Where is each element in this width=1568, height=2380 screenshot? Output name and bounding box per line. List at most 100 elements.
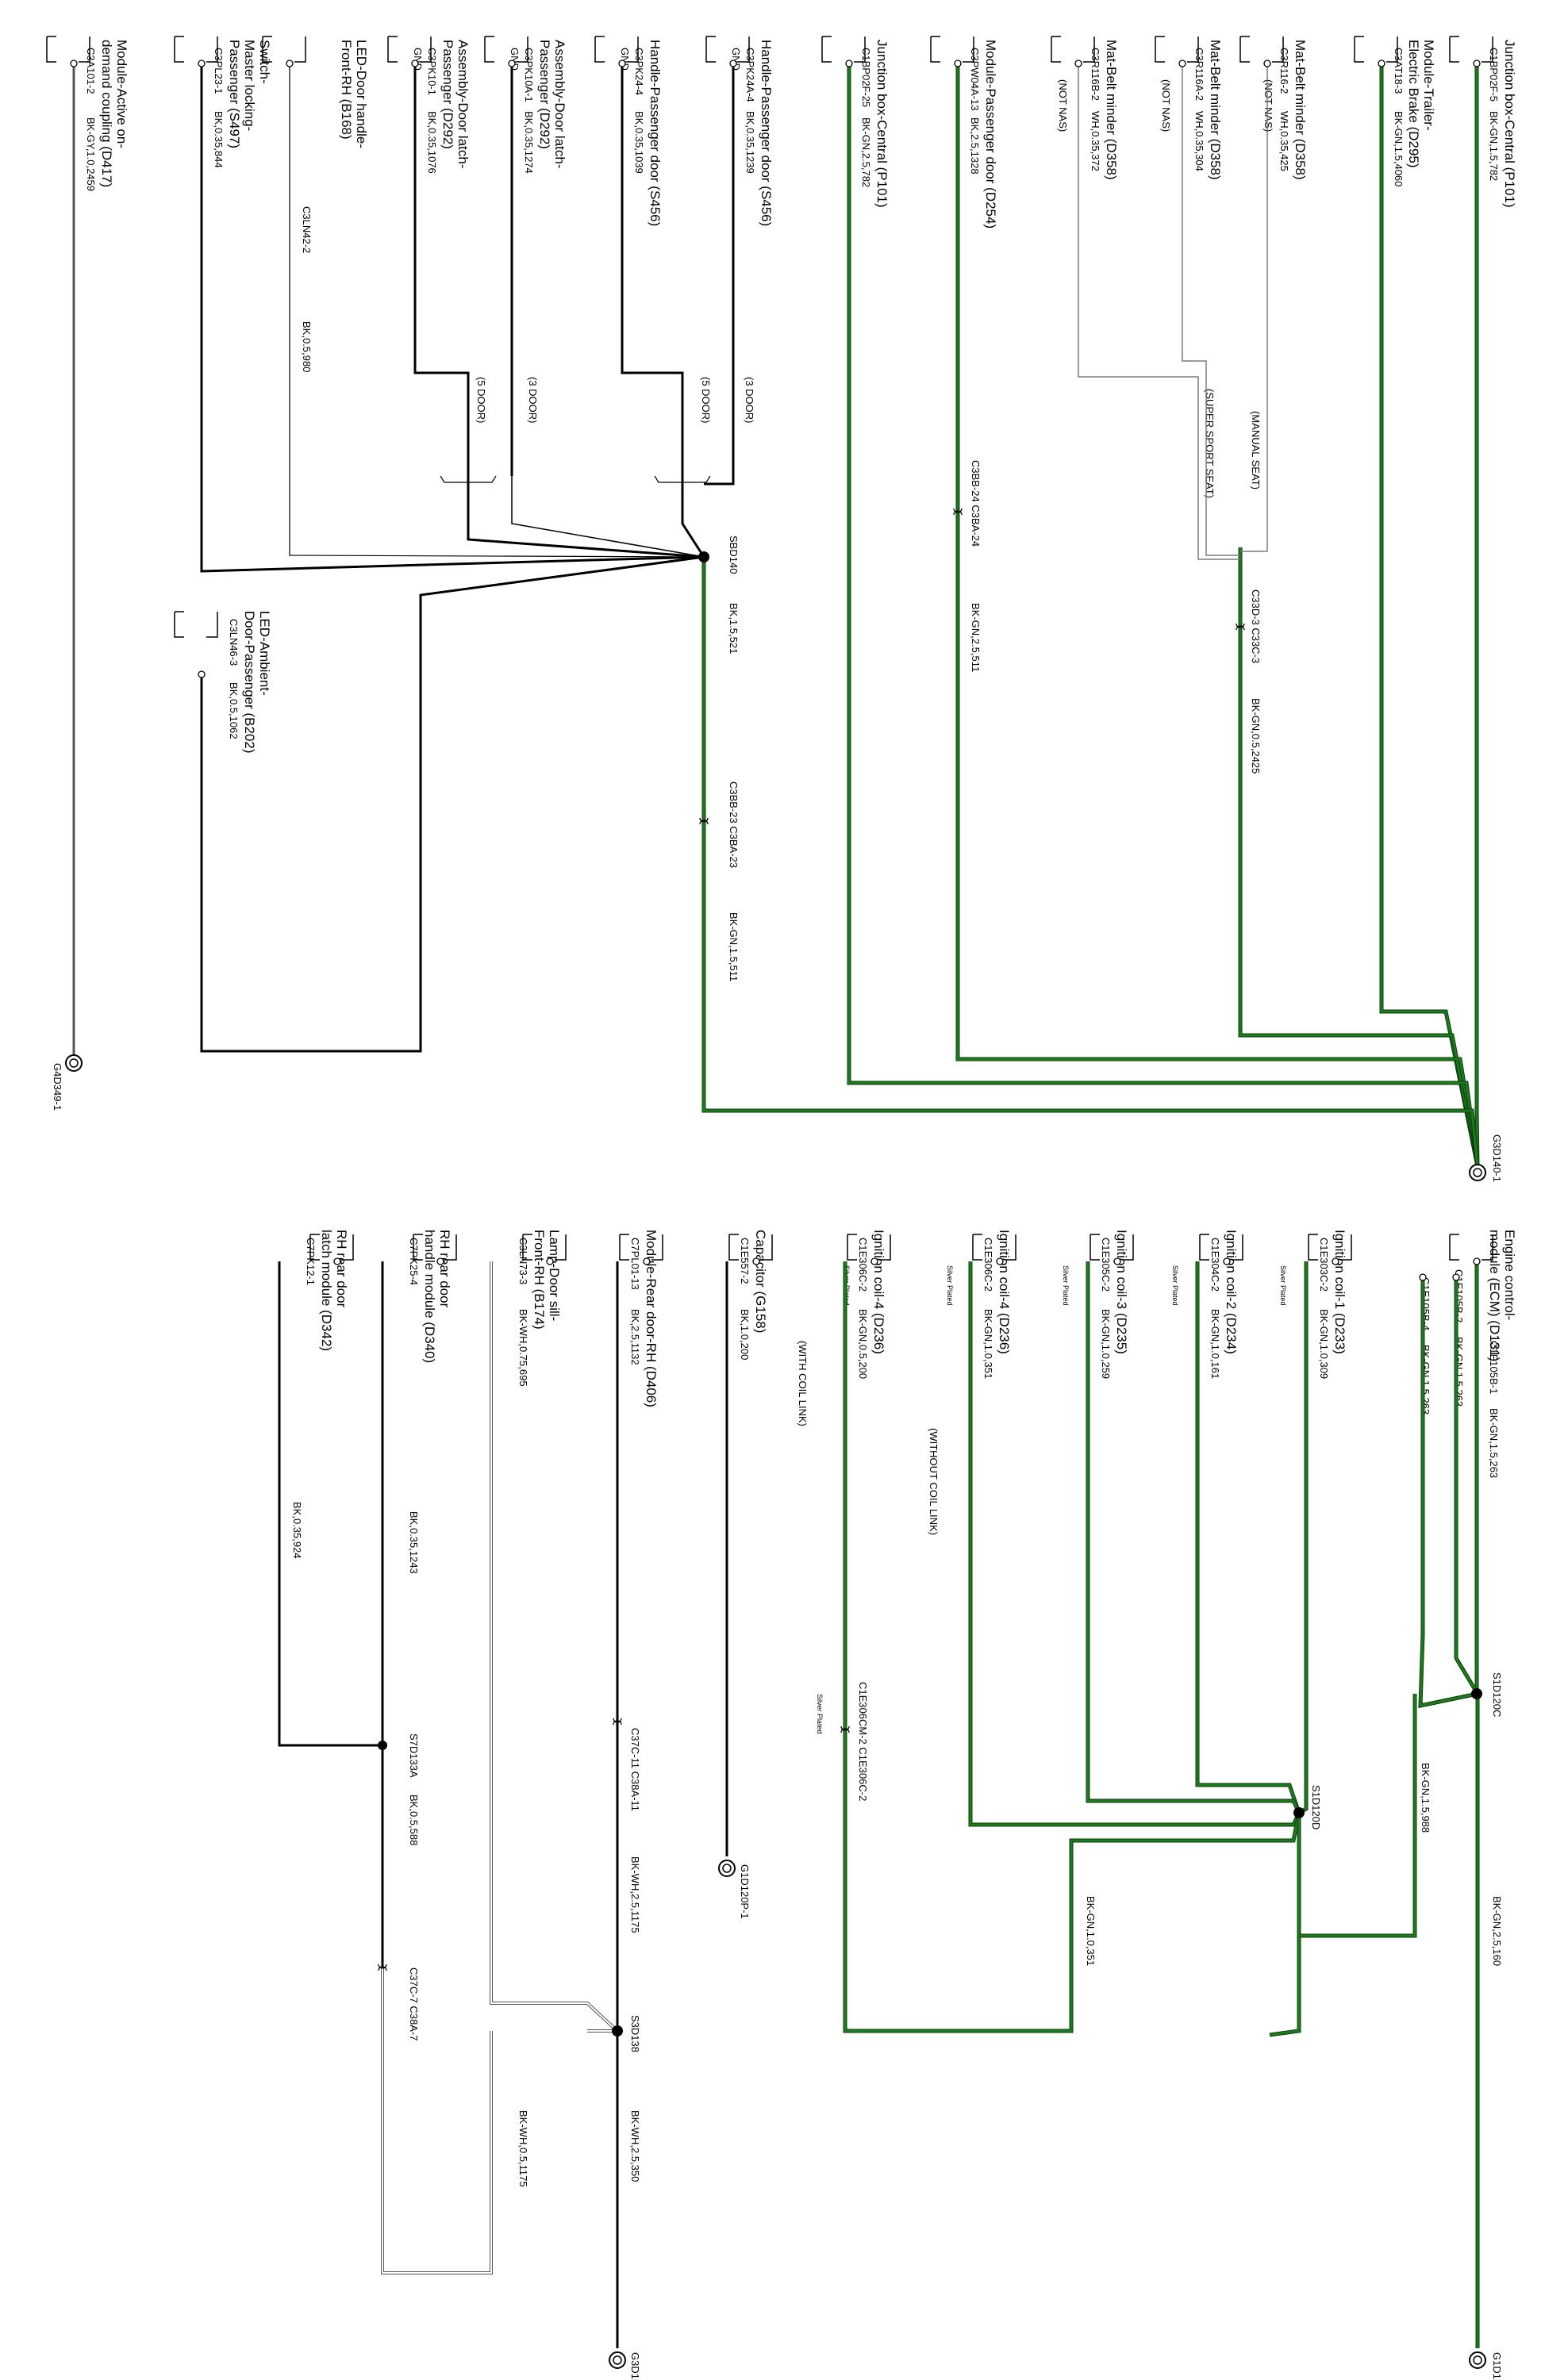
hollow-wire-core [490, 1261, 618, 2032]
pin-label: C1E306C-2 [857, 1238, 869, 1292]
ground-icon [1469, 1164, 1486, 1181]
component-label: Passenger (D292) [440, 40, 455, 149]
plating-label: Silver Plated [1062, 1265, 1070, 1306]
component-label: handle module (D340) [422, 1230, 437, 1363]
ground-icon [609, 2351, 626, 2369]
splice-s1d120d: S1D120D [1310, 1785, 1322, 1829]
lower-splice-labels: S1D120C BK-GN,1.5,988 BK-GN,2.5,160 S1D1… [408, 1672, 1503, 2380]
pin-terminal [333, 1257, 341, 1265]
black-wire [413, 63, 470, 476]
component-label: module (ECM) (D131) [1487, 1230, 1502, 1361]
pin-label: C3PK10A-1 [523, 48, 535, 102]
ground-label: G1D120B-1 [1491, 2352, 1503, 2380]
ground-wire [702, 555, 1479, 1167]
black-wire [200, 63, 705, 573]
connector-bracket [821, 36, 866, 63]
wire-label: BK,0.5,1062 [228, 682, 240, 739]
connector-bracket [309, 1234, 354, 1261]
brace [440, 475, 497, 483]
component-label: Passenger (S497) [227, 40, 242, 148]
pin-terminal [1419, 1273, 1427, 1281]
ground-wire [1419, 1277, 1478, 1707]
pin-terminal [411, 60, 419, 67]
thin-wire [289, 63, 705, 558]
component-label: Module-Passenger door (D254) [983, 40, 998, 228]
ground-wire [956, 512, 1479, 1167]
splice-sbd140: SBD140 [728, 536, 740, 574]
component-label: LED-Door handle- [354, 40, 369, 148]
black-wire [681, 484, 705, 558]
connector-bracket [262, 36, 306, 63]
hollow-wire-outline [381, 1967, 493, 2274]
pin-terminal [436, 1257, 444, 1265]
pin-terminal [643, 1257, 651, 1265]
ground-icon [718, 1860, 736, 1877]
component-label: Ignition coil-2 (D234) [1224, 1230, 1239, 1354]
connector-bracket [387, 36, 432, 63]
wire-label: BK,1.5,521 [728, 603, 740, 654]
wire-label: WH,0.35,425 [1278, 111, 1290, 171]
wire-label: BK,1.0,200 [739, 1309, 751, 1360]
pin-terminal [954, 60, 962, 67]
component-label: Ignition coil-4 (D236) [997, 1230, 1012, 1354]
symbol-layer [46, 36, 1493, 2369]
black-wire [704, 63, 735, 486]
wire-label: BK-GN,2.5,160 [1491, 1896, 1503, 1966]
pin-label: C1E557-2 [739, 1238, 751, 1284]
pin-label: C3LN46-3 [228, 619, 240, 666]
pin-terminal [996, 1257, 1004, 1265]
pin-label: C7PL01-13 [629, 1238, 641, 1290]
pin-terminal [845, 60, 853, 67]
wire-label: BK-GN,1.0,351 [1085, 1896, 1097, 1966]
inline-connector [699, 817, 709, 825]
component-label: Mat-Belt minder (D358) [1104, 40, 1119, 180]
pin-label: C3R116B-2 [1090, 48, 1101, 101]
connector-bracket [594, 36, 639, 63]
connector-bracket [1239, 36, 1284, 63]
wire-label: BK,2.5,1328 [969, 117, 981, 175]
ground-wire-outline [1238, 547, 1480, 1167]
wire-label: BK-WH,2.5,1175 [629, 1856, 641, 1933]
option-manual-seat: (MANUAL SEAT) [1250, 411, 1262, 489]
ground-label: G1D120P-1 [739, 1864, 751, 1919]
pin-terminal [1263, 60, 1271, 67]
component-label: Engine control- [1502, 1230, 1517, 1320]
ground-label: G3D140-1 [1491, 1134, 1503, 1182]
pin-terminal [546, 1257, 554, 1265]
component-label: Ignition coil-4 (D236) [871, 1230, 886, 1354]
thin-wire [1182, 63, 1240, 556]
wire-label: BK,0.35,1076 [426, 111, 438, 174]
pin-terminal [1378, 60, 1385, 67]
wire-label: BK,0.35,1039 [633, 111, 645, 174]
ground-label: G3D138-1 [629, 2352, 641, 2380]
splice-point [698, 551, 709, 562]
connector-bracket [1090, 1234, 1134, 1261]
component-label: latch module (D342) [319, 1230, 334, 1351]
component-label: LED-Ambient- [257, 611, 272, 696]
component-label: Module-Rear door-RH (D406) [644, 1230, 659, 1407]
ground-wire [1298, 1261, 1308, 1814]
plating-label: Silver Plated [946, 1265, 954, 1306]
wire-label: BK-GN,1.0,161 [1209, 1309, 1221, 1379]
component-label: Module-Trailer- [1421, 40, 1436, 131]
connector-bracket [413, 1234, 457, 1261]
connector-bracket [46, 36, 90, 63]
ground-wire [844, 1729, 1301, 2033]
plating-label: Silver Plated [1279, 1265, 1287, 1306]
wire-label: BK-GN,1.5,782 [1488, 111, 1500, 181]
hollow-wire-outline [490, 1261, 619, 2033]
ground-icon [1469, 2351, 1486, 2369]
ground-wire [1475, 63, 1479, 1167]
gnd-label: GND [619, 48, 631, 71]
pin-label: C1E303C-2 [1318, 1238, 1330, 1292]
pin-label: C3PK24A-4 [744, 48, 756, 102]
component-label: Junction box-Central (P101) [874, 40, 890, 208]
connector-bracket [1449, 1234, 1493, 1261]
ground-icon [65, 1054, 83, 1072]
wire-label: BK,0.5,980 [301, 321, 313, 372]
wire-label: BK-WH,2.5,350 [629, 2110, 641, 2182]
component-label: Handle-Passenger door (S456) [759, 40, 774, 226]
option-3-door: (3 DOOR) [527, 377, 539, 424]
note-label: (WITHOUT COIL LINK) [928, 1428, 940, 1535]
wire-label: BK-GN,1.0,351 [982, 1309, 994, 1379]
